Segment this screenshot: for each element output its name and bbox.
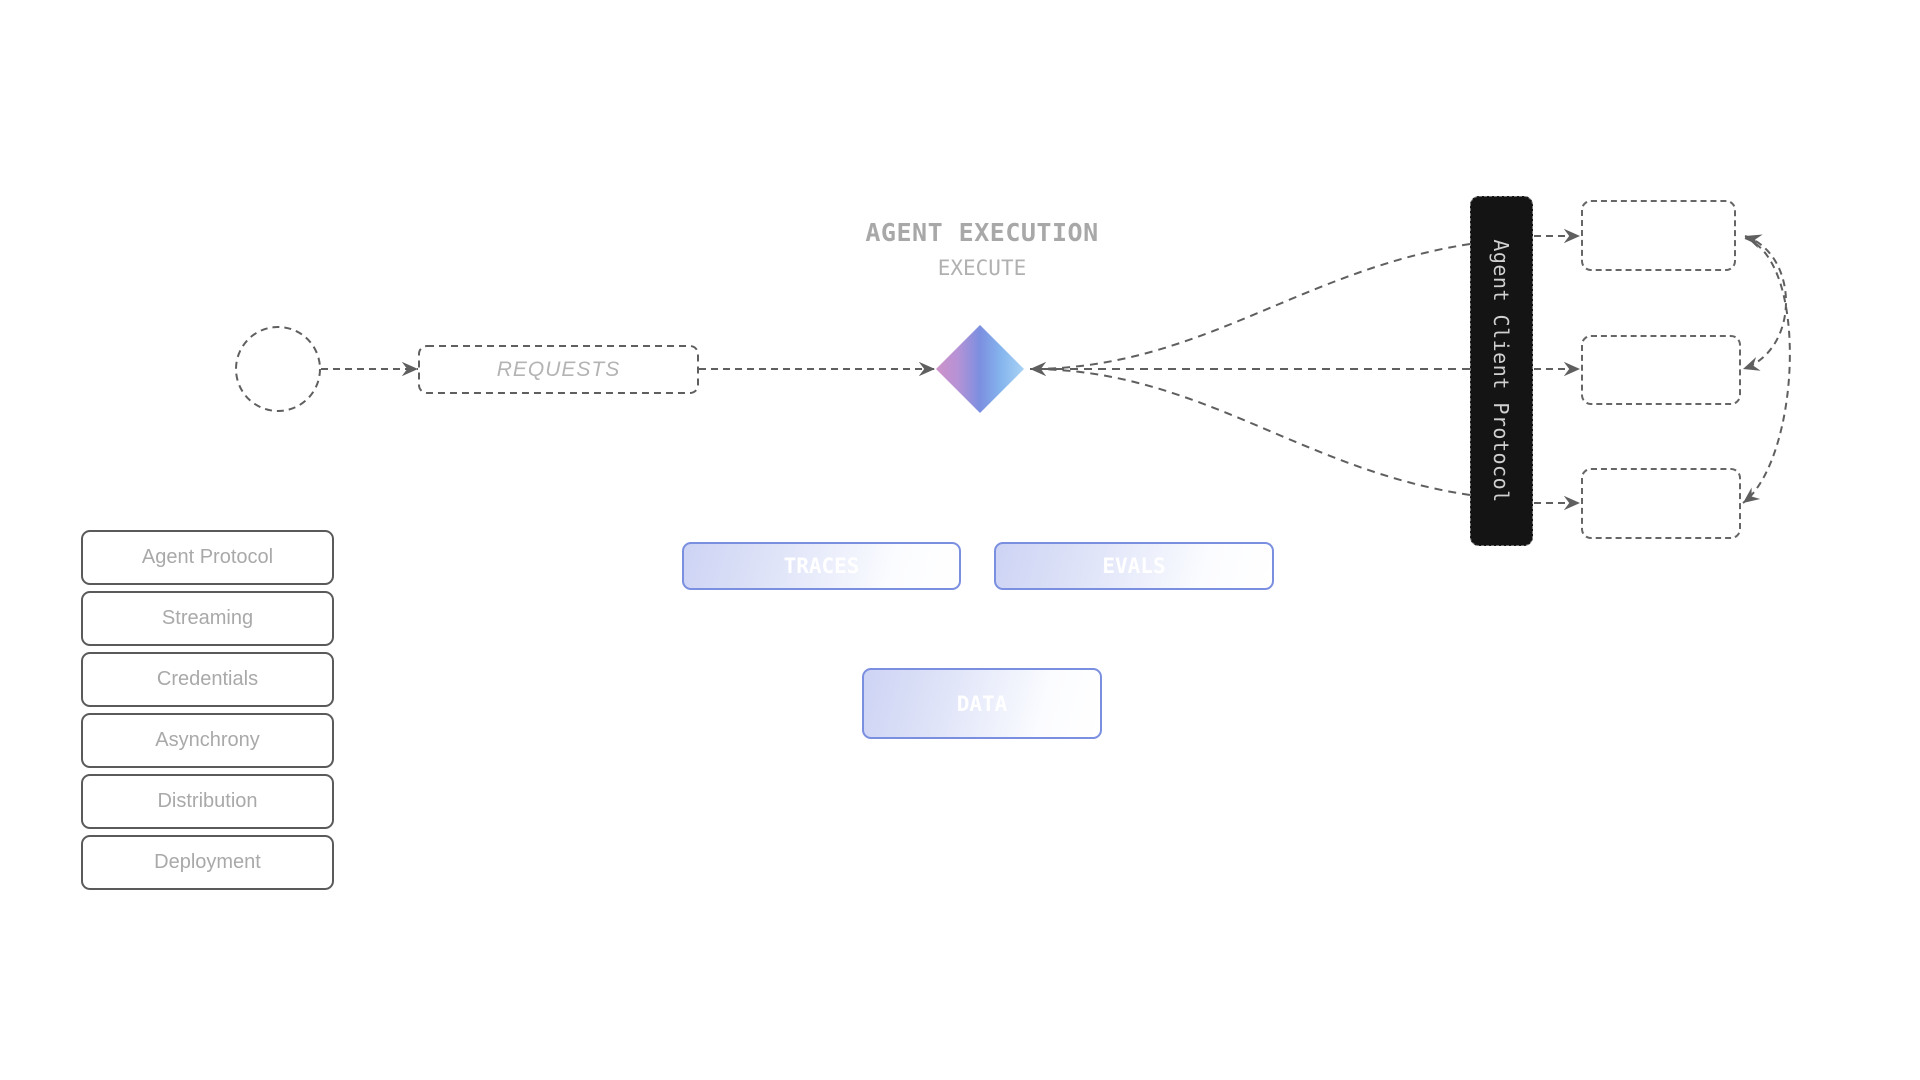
data-box[interactable]: DATA (862, 668, 1102, 739)
executor-diamond[interactable] (936, 325, 1024, 413)
feature-distribution-button[interactable]: Distribution (81, 774, 334, 829)
curve-protocol-bottom-to-executor (1029, 368, 1471, 496)
curve-protocol-top-to-executor (1029, 243, 1471, 370)
source-node-circle (235, 326, 321, 412)
agent-client-protocol-bar[interactable] (1470, 196, 1533, 546)
feature-streaming-button[interactable]: Streaming (81, 591, 334, 646)
feature-agent-protocol-button[interactable]: Agent Protocol (81, 530, 334, 585)
client-box-2[interactable] (1581, 335, 1741, 405)
feature-list: Agent Protocol Streaming Credentials Asy… (81, 530, 334, 896)
traces-label: TRACES (783, 554, 860, 578)
evals-label: EVALS (1102, 554, 1166, 578)
evals-box[interactable]: EVALS (994, 542, 1274, 590)
data-label: DATA (956, 691, 1008, 716)
requests-box (418, 345, 699, 394)
feature-asynchrony-button[interactable]: Asynchrony (81, 713, 334, 768)
agent-client-protocol-label: Agent Client Protocol (1489, 239, 1513, 503)
diagram-title: AGENT EXECUTION (865, 218, 1099, 247)
diagram-subtitle: EXECUTE (937, 256, 1027, 280)
traces-box[interactable]: TRACES (682, 542, 961, 590)
requests-label: REQUESTS (496, 357, 621, 381)
client-box-1[interactable] (1581, 200, 1736, 271)
feature-credentials-button[interactable]: Credentials (81, 652, 334, 707)
client-box-3[interactable] (1581, 468, 1741, 539)
curve-client-1-to-client-2 (1742, 234, 1787, 371)
feature-deployment-button[interactable]: Deployment (81, 835, 334, 890)
curve-client-1-to-client-3 (1742, 237, 1791, 504)
